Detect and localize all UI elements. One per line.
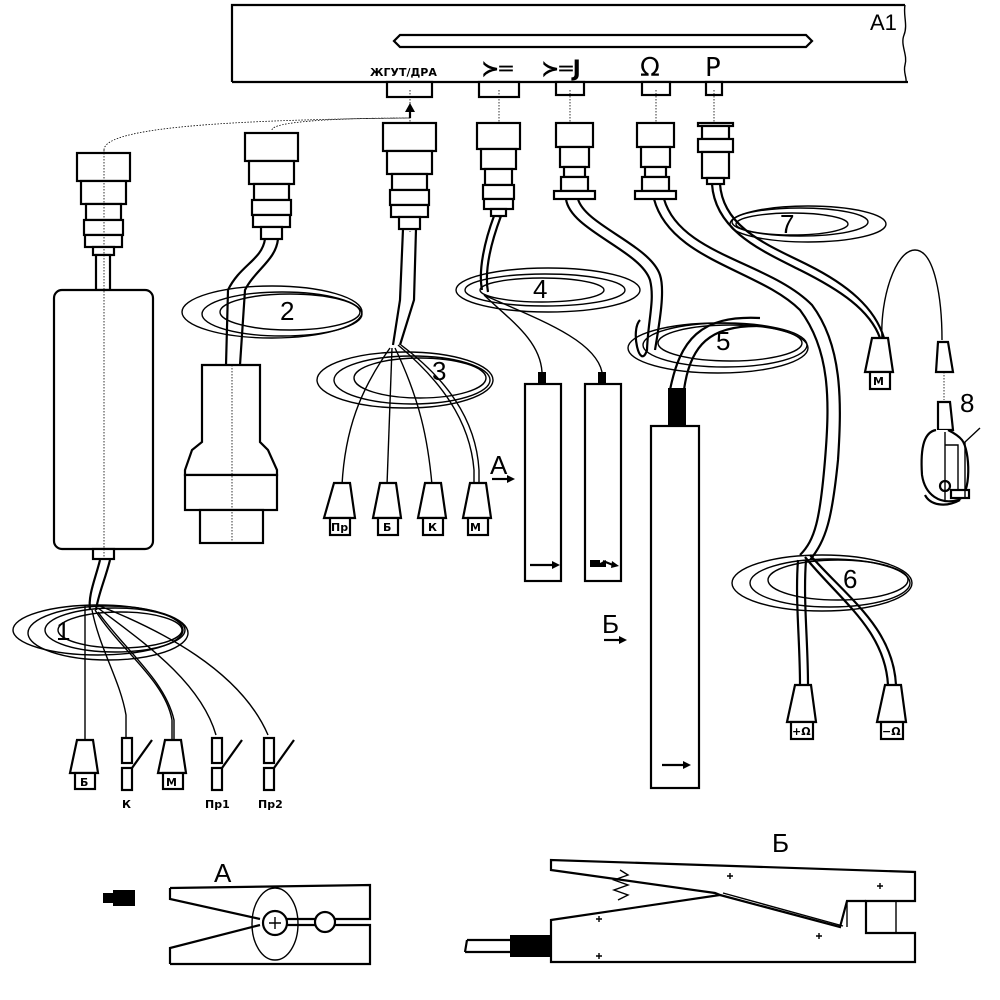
socket-clip[interactable] [477,80,521,99]
lead-label: К [428,521,437,534]
cable-number-3: 3 [432,356,446,386]
plug-1-pr2: Пр2 [258,736,295,811]
cable-3: 3 Пр Б К М [316,121,494,537]
cable-number-7: 7 [780,209,794,239]
cable-number-2: 2 [280,296,294,326]
plug-3-k: К [416,481,448,537]
view-a-title: А [214,858,232,888]
display-slot [392,33,814,49]
view-a-detail: А [103,858,372,966]
adapter-box [52,288,155,551]
port-label-ohm: Ω [640,53,660,83]
view-b-detail: Б [463,828,917,964]
socket-p[interactable] [704,80,724,97]
lead-label: М [470,521,481,534]
port-label-p: P [705,53,721,83]
plug-3-m: М [461,481,493,537]
cable-6: 6 +Ω −Ω [652,198,913,741]
plug-1-k: К [120,736,153,811]
device-a1: A1 ЖГУТ/ДРА ≻═ ≻═J Ω P [230,3,908,99]
lead-label: К [122,798,131,811]
plug-7-m: М [863,336,895,391]
lead-label: −Ω [882,725,901,738]
view-b-title: Б [772,828,789,858]
plug-1-pr1: Пр1 [205,736,243,811]
plug-6-plus-ohm: +Ω [785,683,818,741]
cable-4: 4 А [455,121,641,583]
port-label-clip: ≻═ [481,57,513,82]
socket-ohm[interactable] [640,80,672,97]
cable-number-1: 1 [56,616,70,646]
cable-number-4: 4 [533,274,547,304]
clip-probe-a-j [583,382,623,583]
lead-label: М [166,776,177,789]
socket-clip-j[interactable] [554,80,586,97]
lead-label: Б [80,776,88,789]
cable-number-5: 5 [716,326,730,356]
cable-7: 7 М [696,121,955,400]
view-b-marker: Б [602,609,619,639]
lead-label: Пр2 [258,798,283,811]
lead-label: Пр [331,521,348,534]
connector-1 [75,151,132,292]
lead-label: Пр1 [205,798,230,811]
plug-6-minus-ohm: −Ω [875,683,908,741]
plug-1-b: Б [68,738,100,791]
plug-3-b: Б [371,481,403,537]
plug-1-m: М [156,738,188,791]
clamp-probe-b [649,424,701,790]
probe-2-body [183,363,279,477]
lead-label: М [873,375,884,388]
lead-label: Б [383,521,391,534]
view-a-marker: А [490,450,508,480]
cable-1: 1 Б К М Пр1 [12,150,295,811]
cable-5: 5 Б [552,121,809,790]
lead-label: +Ω [792,725,811,738]
item-8-clamp: 8 [920,388,981,506]
cable-number-8: 8 [960,388,974,418]
clip-probe-a [523,382,563,583]
cable-2: 2 [181,131,363,545]
device-label: A1 [870,10,897,35]
socket-harness[interactable] [385,80,434,99]
cable-number-6: 6 [843,564,857,594]
port-label-clip-j: ≻═J [541,57,581,82]
port-label-harness: ЖГУТ/ДРА [370,66,437,79]
plug-3-pr: Пр [322,481,357,537]
